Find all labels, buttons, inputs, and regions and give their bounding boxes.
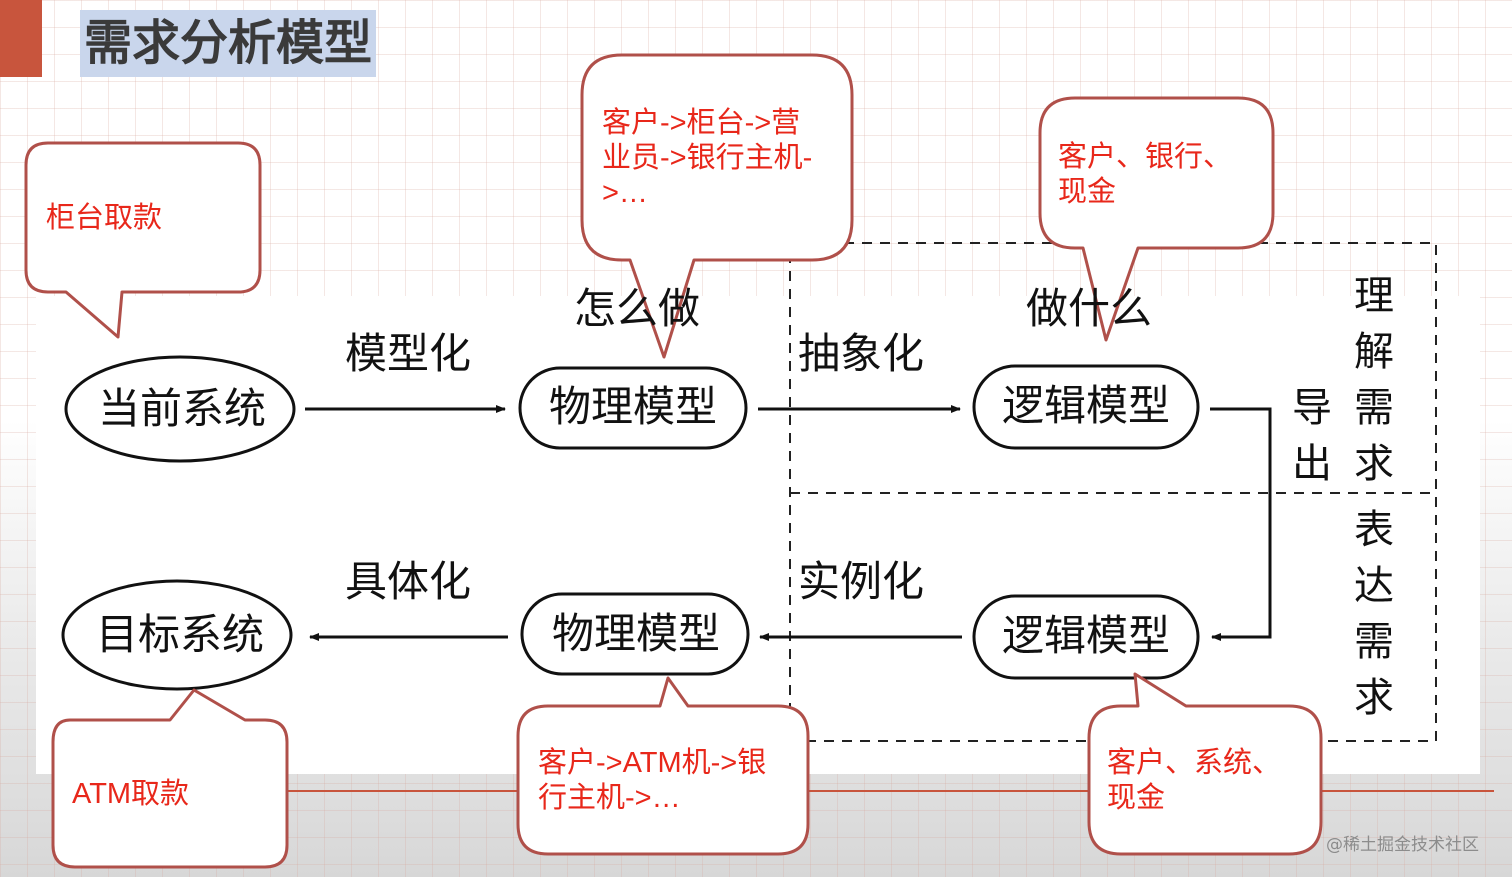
edge-label-concretization: 具体化 [345, 557, 472, 606]
node-logical-model-bottom [972, 594, 1200, 680]
label-understand-requirements: 理 解 需 求 [1354, 273, 1394, 487]
callout-text-physical-top: 客户->柜台->营 业员->银行主机- >… [602, 107, 813, 209]
callout-bubble-logical-top [1038, 96, 1275, 342]
page-title: 需求分析模型 [80, 10, 377, 77]
label-what: 做什么 [1026, 284, 1153, 333]
node-physical-model-bottom [520, 592, 750, 676]
watermark: @稀土掘金技术社区 [1326, 835, 1479, 855]
node-current-system-label: 当前系统 [98, 384, 267, 433]
title-accent-bar [0, 0, 42, 77]
callout-bubble-atm [51, 688, 289, 869]
edge-label-abstraction: 抽象化 [798, 329, 925, 378]
callout-bubble-physical-top [580, 53, 854, 359]
node-logical-model-top-label: 逻辑模型 [1002, 381, 1171, 430]
callout-text-physical-bottom: 客户->ATM机->银 行主机->… [538, 747, 767, 814]
footer-divider [288, 790, 1494, 792]
edge-label-instantiation: 实例化 [798, 557, 925, 606]
node-target-system-label: 目标系统 [96, 610, 265, 659]
node-logical-model-bottom-label: 逻辑模型 [1002, 611, 1171, 660]
node-physical-model-bottom-label: 物理模型 [552, 609, 721, 658]
edge-label-derive: 导 出 [1292, 385, 1332, 487]
callout-text-atm: ATM取款 [72, 778, 190, 810]
callout-text-counter: 柜台取款 [46, 202, 163, 234]
edge-label-modeling: 模型化 [345, 329, 472, 378]
node-logical-model-top [972, 364, 1200, 450]
callout-bubble-counter [24, 141, 262, 339]
arrow-derive [1210, 407, 1272, 641]
callout-text-logical-top: 客户、银行、 现金 [1058, 141, 1233, 208]
diagram-panel [36, 296, 1480, 774]
label-express-requirements: 表 达 需 求 [1354, 507, 1394, 721]
callout-bubble-logical-bottom [1087, 672, 1323, 856]
node-target-system [61, 579, 293, 691]
callout-text-logical-bottom: 客户、系统、 现金 [1107, 747, 1282, 814]
callout-bubble-physical-bottom [516, 676, 810, 856]
node-physical-model-top-label: 物理模型 [549, 382, 718, 431]
node-physical-model-top [518, 366, 748, 450]
label-how: 怎么做 [574, 284, 701, 333]
node-current-system [64, 355, 296, 463]
